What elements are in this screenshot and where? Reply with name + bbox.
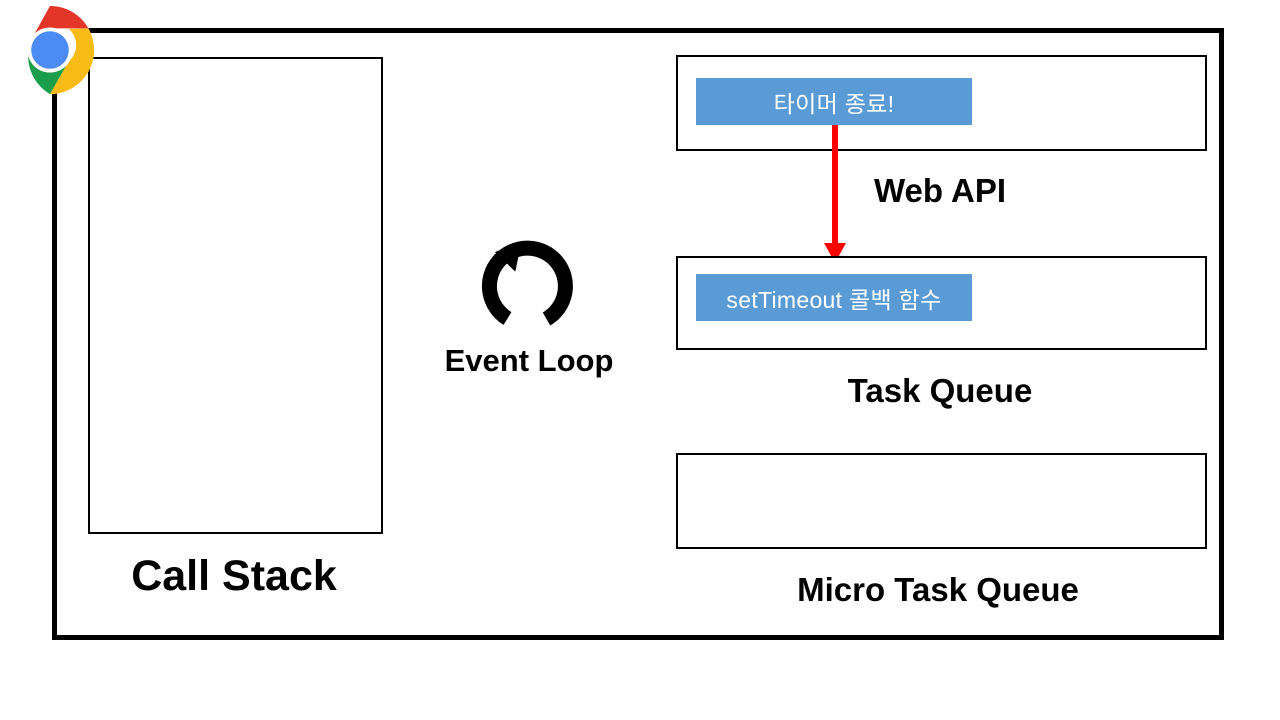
chrome-logo-icon [3,3,97,97]
web-api-task-card[interactable]: 타이머 종료! [696,78,972,125]
circular-arrow-icon [478,238,578,336]
event-loop-label: Event Loop [444,343,614,378]
task-queue-task-card[interactable]: setTimeout 콜백 함수 [696,274,972,321]
task-queue-task-label: setTimeout 콜백 함수 [726,286,942,313]
runtime-boundary-frame [52,28,1224,640]
task-queue-label: Task Queue [847,372,1033,409]
call-stack-label: Call Stack [131,552,337,600]
web-api-label: Web API [873,172,1007,209]
transfer-arrow-shaft [832,125,838,247]
call-stack-box [88,57,383,534]
micro-task-queue-box [676,453,1207,549]
micro-task-queue-label: Micro Task Queue [797,571,1079,608]
web-api-task-label: 타이머 종료! [773,90,895,117]
